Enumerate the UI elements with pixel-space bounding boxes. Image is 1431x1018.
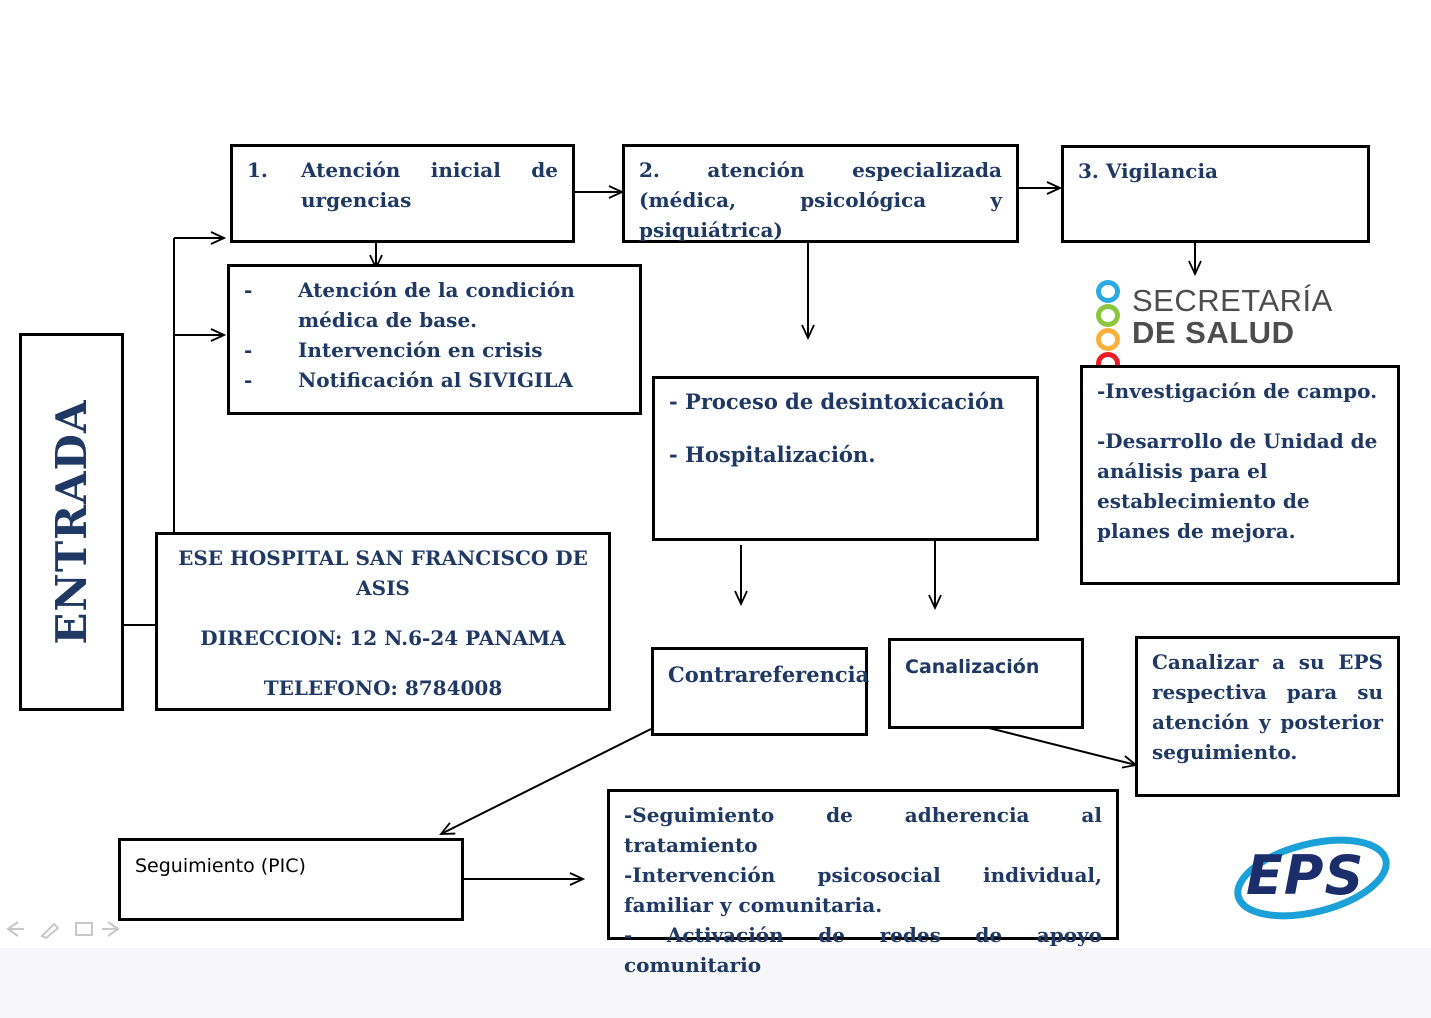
seguimiento-box: Seguimiento (PIC) (118, 838, 464, 921)
logo-dot-blue (1096, 280, 1120, 303)
eps-ring-icon (1234, 836, 1390, 920)
secretaria-salud-logo: SECRETARÍA DE SALUD (1096, 278, 1346, 375)
process-item-hospitalization: - Hospitalización. (669, 442, 876, 467)
prev-arrow-icon (6, 921, 24, 937)
canalizacion-detail: Canalizar a su EPS respectiva para su at… (1152, 650, 1383, 764)
contrareferencia-box: Contrareferencia (651, 647, 870, 736)
hospital-box: ESE HOSPITAL SAN FRANCISCO DE ASIS DIREC… (155, 532, 611, 711)
hospital-phone: TELEFONO: 8784008 (263, 676, 503, 700)
entrada-box: ENTRADA (19, 333, 124, 711)
seguimiento-item-adherence: -Seguimiento de adherencia al tratamient… (624, 803, 1102, 857)
step1-title: Atención inicial de urgencias (301, 158, 558, 212)
process-box: - Proceso de desintoxicación - Hospitali… (652, 376, 1039, 541)
canalizacion-box: Canalización (888, 638, 1084, 729)
list-item: - Atención de la condición médica de bas… (244, 275, 625, 335)
contrareferencia-label: Contrareferencia (668, 662, 870, 687)
seguimiento-actions-box: -Seguimiento de adherencia al tratamient… (607, 789, 1119, 977)
hospital-address: DIRECCION: 12 N.6-24 PANAMA (200, 626, 566, 650)
seguimiento-item-networks: - Activación de redes de apoyo comunitar… (624, 923, 1102, 977)
next-arrow-icon (102, 921, 120, 937)
canalizacion-detail-box: Canalizar a su EPS respectiva para su at… (1135, 636, 1400, 797)
step1-number: 1. (247, 158, 268, 182)
vigilancia-item-analysis: -Desarrollo de Unidad de análisis para e… (1097, 429, 1378, 543)
vigilancia-details-box: -Investigación de campo. -Desarrollo de … (1080, 365, 1400, 585)
arrow-canalizacion-detail (984, 726, 1136, 765)
eps-logo-text: EPS (1246, 844, 1365, 907)
process-item-detox: - Proceso de desintoxicación (669, 389, 1005, 414)
vigilancia-item-field: -Investigación de campo. (1097, 379, 1378, 403)
step1-box: 1. Atención inicial de urgencias (230, 144, 575, 243)
seguimiento-label: Seguimiento (PIC) (135, 855, 306, 877)
seguimiento-item-psychosocial: -Intervención psicosocial individual, fa… (624, 863, 1102, 917)
step2-box: 2. atención especializada (médica, psico… (622, 144, 1019, 243)
eps-logo: EPS (1228, 826, 1392, 928)
entrada-label: ENTRADA (46, 399, 96, 645)
list-item: - Intervención en crisis (244, 335, 625, 365)
footer-band (0, 948, 1431, 1018)
pen-icon (40, 922, 60, 940)
step1-item-medical: Atención de la condición médica de base. (298, 278, 575, 332)
step3-box: 3. Vigilancia (1061, 145, 1370, 243)
slide-nav-icons (6, 921, 120, 940)
step1-details-box: - Atención de la condición médica de bas… (227, 264, 642, 415)
arrow-contrareferencia-seguimiento (441, 728, 652, 834)
logo-dot-yellow (1096, 328, 1120, 351)
logo-dot-green (1096, 304, 1120, 327)
step2-title: 2. atención especializada (médica, psico… (639, 158, 1002, 242)
logo-line1: SECRETARÍA (1132, 283, 1333, 318)
step3-title: 3. Vigilancia (1078, 159, 1219, 183)
logo-dots (1096, 280, 1126, 376)
canalizacion-label: Canalización (905, 656, 1040, 678)
menu-icon (75, 922, 93, 936)
list-item: - Notificación al SIVIGILA (244, 365, 625, 395)
hospital-name: ESE HOSPITAL SAN FRANCISCO DE ASIS (178, 546, 588, 600)
step1-item-sivigila: Notificación al SIVIGILA (298, 368, 573, 392)
logo-line2: DE SALUD (1132, 315, 1295, 350)
step1-item-crisis: Intervención en crisis (298, 338, 543, 362)
